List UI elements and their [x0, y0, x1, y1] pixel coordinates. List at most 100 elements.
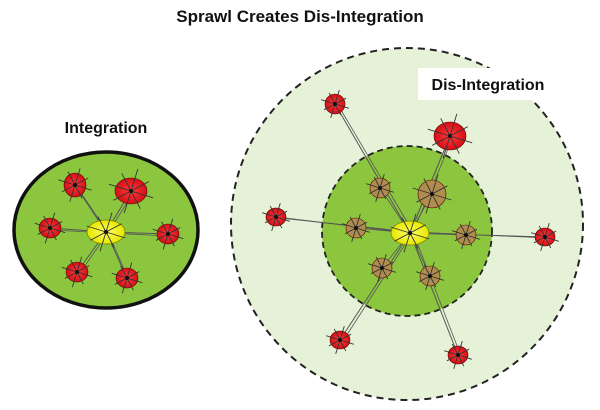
node-spoke — [49, 221, 63, 229]
node-spoke — [457, 341, 463, 356]
node-spoke — [409, 232, 430, 240]
node-spoke — [167, 233, 175, 247]
node-spoke — [381, 254, 387, 269]
node-spoke — [453, 354, 459, 369]
node-spoke — [321, 99, 336, 105]
node-spoke — [105, 231, 126, 239]
node-spoke — [465, 234, 473, 247]
node-spoke — [275, 210, 288, 218]
node-spoke — [161, 221, 169, 235]
node-spoke — [355, 214, 361, 229]
node-spoke — [451, 343, 459, 356]
node-spoke — [126, 271, 140, 279]
faded-node — [368, 254, 396, 282]
node-spoke — [465, 221, 471, 236]
node-spoke — [49, 227, 66, 234]
node-spoke — [264, 216, 277, 224]
node-spoke — [61, 266, 78, 273]
integration-node — [152, 218, 184, 250]
link-line — [339, 232, 411, 341]
node-spoke — [403, 232, 411, 253]
link-line — [409, 232, 459, 356]
node-spoke — [381, 261, 394, 269]
node-spoke — [130, 190, 154, 199]
node-spoke — [425, 193, 433, 214]
node-spoke — [431, 193, 452, 201]
node-spoke — [457, 354, 472, 360]
faded-node — [416, 262, 444, 290]
node-spoke — [449, 135, 473, 144]
faded-node — [412, 174, 452, 214]
node-spoke — [330, 103, 336, 118]
dis-integration-label-box — [418, 68, 558, 100]
node-spoke — [452, 230, 467, 236]
node-spoke — [61, 184, 76, 193]
integration-node — [111, 262, 143, 294]
node-spoke — [111, 272, 128, 279]
node-spoke — [461, 234, 467, 249]
node-spoke — [67, 171, 76, 186]
node-spoke — [126, 262, 133, 279]
sprawl-node-center — [338, 338, 342, 342]
faded-node — [342, 214, 370, 242]
node-spoke — [454, 234, 467, 242]
sprawl-node — [321, 90, 349, 118]
node-spoke — [328, 92, 336, 105]
node-spoke — [342, 223, 357, 229]
node-spoke — [76, 256, 83, 273]
node-spoke — [418, 275, 431, 283]
node-spoke — [379, 187, 394, 193]
faded-node — [366, 174, 394, 202]
integration-node-center — [48, 226, 52, 230]
node-spoke — [394, 232, 411, 242]
node-spoke — [459, 223, 467, 236]
node-spoke — [416, 193, 433, 203]
node-spoke — [71, 271, 78, 288]
node-spoke — [449, 135, 460, 154]
node-spoke — [427, 128, 451, 137]
node-spoke — [123, 190, 132, 214]
node-spoke — [349, 216, 357, 229]
node-spoke — [373, 176, 381, 189]
link-line — [337, 104, 414, 233]
node-spoke — [130, 168, 139, 192]
node-spoke — [37, 227, 51, 235]
node-spoke — [377, 267, 383, 282]
sprawl-node-center — [333, 102, 337, 106]
integration-node-center — [73, 183, 77, 187]
integration-node-center — [125, 276, 129, 280]
node-spoke — [544, 236, 559, 242]
node-spoke — [58, 179, 76, 186]
integration-node — [58, 168, 92, 202]
node-spoke — [442, 135, 451, 159]
node-spoke — [351, 227, 357, 242]
node-spoke — [162, 233, 169, 250]
node-spoke — [381, 267, 389, 280]
node-spoke — [339, 339, 354, 345]
node-spoke — [449, 126, 468, 137]
faded-node-center — [378, 186, 382, 190]
node-spoke — [334, 103, 342, 116]
node-spoke — [429, 269, 442, 277]
dis-integration-core-center — [407, 230, 413, 236]
node-spoke — [271, 216, 277, 231]
node-spoke — [416, 271, 431, 277]
node-spoke — [379, 174, 385, 189]
node-spoke — [465, 234, 480, 240]
sprawl-node — [531, 223, 559, 251]
node-spoke — [379, 187, 387, 200]
faded-node — [452, 221, 480, 249]
node-spoke — [86, 225, 107, 233]
node-spoke — [409, 232, 419, 249]
node-spoke — [355, 221, 368, 229]
node-spoke — [262, 212, 277, 218]
integration-core-center — [103, 229, 109, 235]
node-spoke — [344, 227, 357, 235]
sprawl-node — [326, 326, 354, 354]
node-spoke — [370, 267, 383, 275]
integration-label: Integration — [65, 120, 148, 137]
node-spoke — [423, 264, 431, 277]
link-line — [412, 231, 462, 357]
node-spoke — [375, 256, 383, 269]
